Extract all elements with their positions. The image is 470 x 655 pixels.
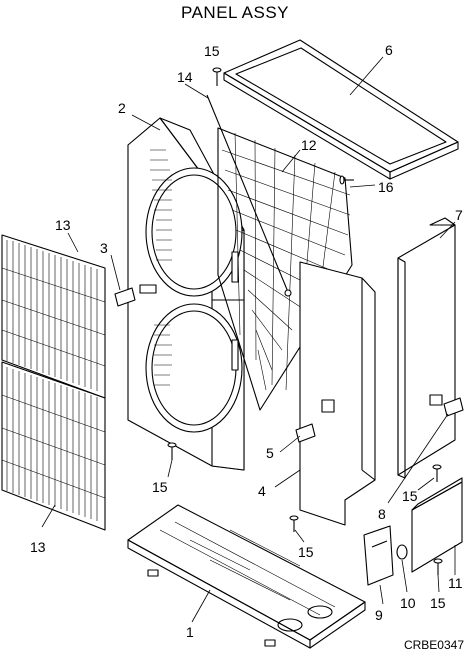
label-front-panel: 2	[118, 100, 126, 116]
label-screw-top: 15	[204, 43, 220, 59]
drawing-code: CRBE0347	[403, 638, 464, 652]
grommet	[396, 544, 408, 560]
label-handle-side: 5	[266, 445, 274, 461]
screw-front	[167, 442, 177, 460]
rod	[206, 94, 292, 297]
label-grille-lower: 13	[30, 539, 46, 555]
label-service-cover: 9	[375, 607, 383, 623]
service-panel	[411, 477, 463, 573]
label-base: 1	[186, 624, 194, 640]
label-rod: 14	[177, 69, 193, 85]
service-cover	[363, 525, 394, 586]
label-service-panel: 11	[448, 575, 463, 591]
label-handle-rear: 8	[378, 506, 386, 522]
label-screw-guard: 16	[378, 179, 394, 195]
label-screw-service: 15	[430, 595, 446, 611]
base	[127, 504, 366, 649]
label-screw-side: 15	[298, 544, 314, 560]
rear-panel	[397, 217, 456, 479]
label-side-panel: 4	[258, 483, 266, 499]
label-screw-front: 15	[152, 479, 168, 495]
label-rear-panel: 7	[455, 207, 463, 223]
screw-service	[433, 558, 443, 575]
screw-top	[212, 67, 222, 86]
screw-rear	[432, 464, 442, 482]
label-grille-upper: 13	[55, 217, 71, 233]
handle-rear	[443, 397, 464, 417]
diagram-title: PANEL ASSY	[181, 3, 289, 22]
fan-grille-lower	[1, 361, 106, 531]
label-screw-rear: 15	[402, 488, 418, 504]
fan-grille-upper	[1, 234, 106, 399]
top-cover	[223, 39, 459, 180]
side-panel-right	[299, 261, 376, 526]
screw-side	[289, 515, 299, 532]
label-wire-guard: 12	[301, 137, 317, 153]
label-handle-left: 3	[100, 240, 108, 256]
handle-left	[114, 287, 136, 307]
screw-guard	[339, 175, 354, 185]
leader-lines	[41, 56, 456, 623]
label-top-cover: 6	[385, 42, 393, 58]
label-grommet: 10	[400, 595, 416, 611]
